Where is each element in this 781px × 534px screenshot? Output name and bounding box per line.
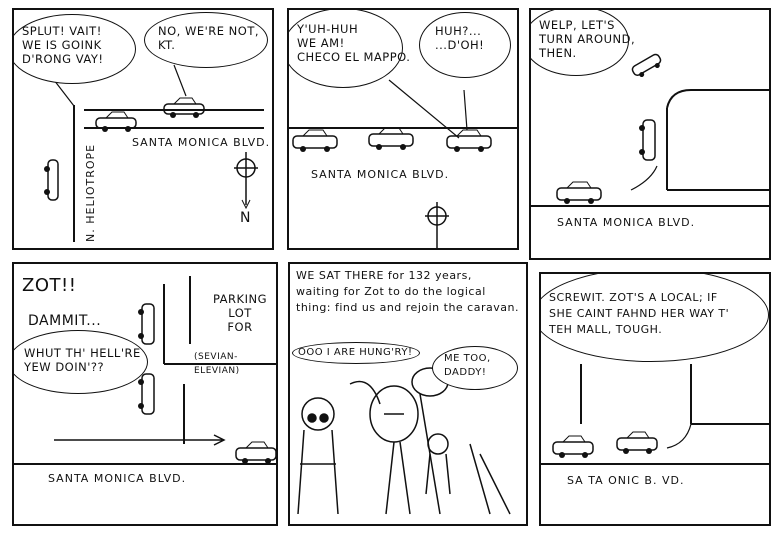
- car-icon: [138, 303, 155, 345]
- speech-bubble: [144, 12, 268, 68]
- street-label: N. HELIOTROPE: [84, 143, 97, 242]
- speech-bubble: [289, 10, 403, 88]
- street-label: SANTA MONICA BLVD.: [557, 216, 696, 229]
- comic-panel-3: WELP, LET'S TURN AROUND, THEN. SANTA MON…: [529, 8, 771, 260]
- speech-bubble: [419, 12, 511, 78]
- speech-bubble: [14, 330, 148, 394]
- car-icon: [138, 373, 155, 415]
- car-icon: [163, 97, 205, 118]
- car-icon: [556, 181, 602, 204]
- speech-bubble: [541, 274, 769, 362]
- panel-6-drawing: [541, 364, 769, 465]
- bubble-text: DAMMIT...: [28, 313, 102, 329]
- comic-panel-2: Y'UH-HUH WE AM! CHECO EL MAPPO. HUH?... …: [287, 8, 519, 250]
- car-icon: [639, 119, 656, 161]
- car-icon: [95, 111, 137, 132]
- parking-lot-label: PARKING LOT FOR: [212, 292, 267, 334]
- panel-1-drawing: [44, 64, 264, 242]
- caption-text: SCREWIT. ZOT'S A LOCAL; IF SHE CAINT FAH…: [549, 291, 730, 336]
- bubble-text: WHUT TH' HELL'RE YEW DOIN'??: [24, 346, 141, 374]
- car-icon: [446, 129, 492, 152]
- car-icon: [631, 53, 662, 78]
- street-label: SANTA MONICA BLVD.: [132, 136, 271, 149]
- comic-panel-1: SPLUT! VAIT! WE IS GOINK D'RONG VAY! NO,…: [12, 8, 274, 250]
- bubble-text: Y'UH-HUH WE AM! CHECO EL MAPPO.: [297, 22, 411, 64]
- bubble-text: OOO I ARE HUNG'RY!: [298, 347, 413, 358]
- panel-2-drawing: [289, 79, 517, 248]
- car-icon: [44, 159, 59, 201]
- car-icon: [292, 129, 338, 152]
- speech-bubble: [432, 346, 518, 390]
- compass-label: N: [240, 210, 252, 226]
- speech-bubble: [292, 342, 420, 364]
- comic-panel-5: WE SAT THERE for 132 years, waiting for …: [288, 262, 528, 526]
- street-label: SA TA ONIC B. VD.: [567, 474, 685, 487]
- car-icon: [235, 441, 276, 464]
- car-icon: [616, 431, 658, 454]
- bubble-text: ZOT!!: [22, 275, 77, 296]
- car-icon: [552, 435, 594, 458]
- panel-4-drawing: [14, 276, 276, 465]
- bubble-text: WELP, LET'S TURN AROUND, THEN.: [539, 18, 636, 60]
- street-label: SANTA MONICA BLVD.: [311, 168, 450, 181]
- caption-text: WE SAT THERE for 132 years, waiting for …: [296, 269, 519, 314]
- bubble-text: HUH?... ...D'OH!: [435, 24, 485, 52]
- comic-panel-4: ZOT!! DAMMIT... WHUT TH' HELL'RE YEW DOI…: [12, 262, 278, 526]
- compass-icon: [234, 152, 258, 210]
- bubble-text: SPLUT! VAIT! WE IS GOINK D'RONG VAY!: [22, 24, 104, 66]
- speech-bubble: [14, 14, 136, 84]
- bubble-text: ME TOO, DADDY!: [444, 353, 491, 378]
- compass-icon: [425, 202, 449, 248]
- comic-panel-6: SCREWIT. ZOT'S A LOCAL; IF SHE CAINT FAH…: [539, 272, 771, 526]
- parking-lot-sublabel: (SEVIAN-ELEVIAN): [194, 352, 240, 376]
- street-label: SANTA MONICA BLVD.: [48, 472, 187, 485]
- car-icon: [368, 127, 414, 150]
- speech-bubble: [531, 10, 629, 76]
- bubble-text: NO, WE'RE NOT, KT.: [158, 24, 260, 52]
- panel-3-drawing: [531, 53, 769, 207]
